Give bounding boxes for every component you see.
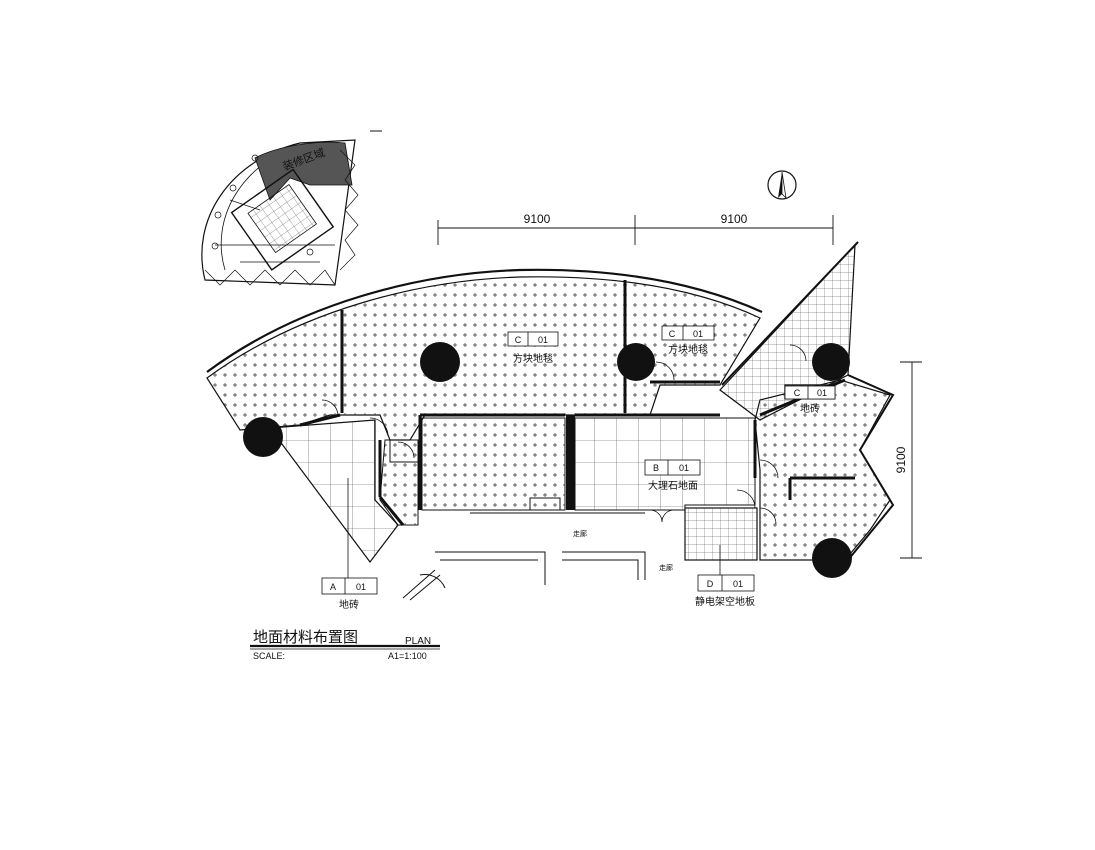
room-label: 方块地毯 [513,352,553,365]
room-tag: B 01 大理石地面 [644,459,701,492]
room-tag: C 01 方块地毯 [507,331,559,365]
svg-text:01: 01 [538,335,548,345]
svg-text:01: 01 [356,582,366,592]
corridor-label: 走廊 [659,563,673,572]
north-arrow-icon [767,170,797,200]
corridor-label: 走廊 [573,529,587,538]
svg-text:C: C [669,329,676,339]
svg-text:01: 01 [693,329,703,339]
room-tag: D 01 静电架空地板 [695,574,755,608]
column [812,343,850,381]
drawing-title: 地面材料布置图 [253,628,358,646]
svg-text:01: 01 [817,388,827,398]
renovation-zone [254,141,353,201]
column [617,343,655,381]
svg-text:C: C [515,335,522,345]
svg-text:A: A [330,582,336,592]
raised-floor-area [684,507,758,561]
dimension-right-vertical: 9100 [894,446,908,473]
carpet-area [206,276,761,441]
plan-body [206,241,895,601]
dimension-lines [437,215,922,559]
column [243,417,283,457]
room-label: 静电架空地板 [695,595,755,608]
svg-text:D: D [707,579,714,589]
drawing-plan-label: PLAN [405,636,431,647]
svg-text:C: C [794,388,801,398]
room-label: 方块地毯 [668,343,708,356]
column [812,538,852,578]
dimension-top-left: 9100 [524,212,551,226]
scale-value: A1=1:100 [388,651,427,661]
column [420,342,460,382]
room-label: 大理石地面 [648,479,698,492]
room-label: 地砖 [800,402,820,415]
dimension-top-right: 9100 [721,212,748,226]
title-block: 地面材料布置图 PLAN SCALE: A1=1:100 [250,628,440,661]
room-tag: C 01 地砖 [784,385,836,415]
scale-label: SCALE: [253,651,285,661]
tile-area-a [268,419,399,563]
room-tag: A 01 地砖 [321,577,378,611]
svg-text:01: 01 [733,579,743,589]
room-label: 地砖 [339,598,359,611]
svg-text:01: 01 [679,463,689,473]
room-tag: C 01 方块地毯 [661,325,715,356]
key-plan: 装修区域 [201,130,382,286]
svg-text:B: B [653,463,659,473]
